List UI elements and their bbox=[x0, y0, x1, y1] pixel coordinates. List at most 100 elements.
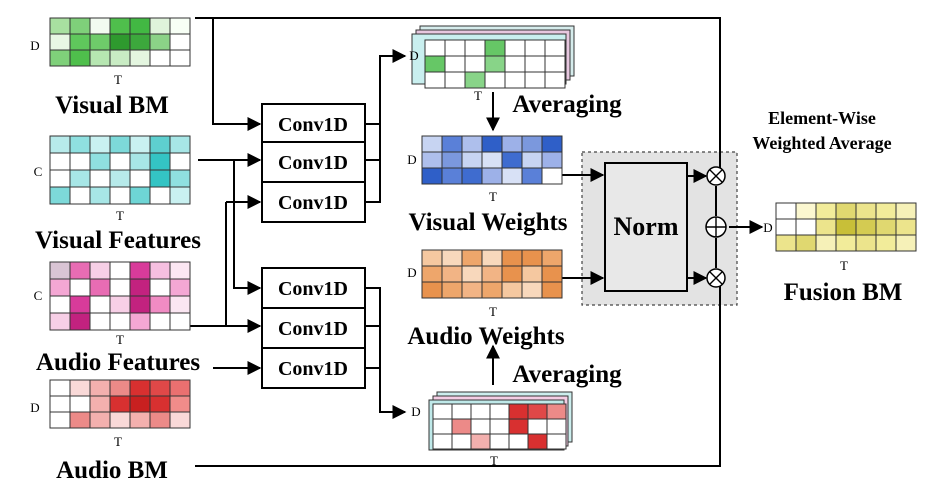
grid-cell bbox=[441, 167, 463, 185]
conv1d-label: Conv1D bbox=[278, 278, 348, 300]
element-wise-title-2: Weighted Average bbox=[752, 133, 891, 153]
grid-cell bbox=[541, 167, 563, 185]
grid-cell bbox=[129, 186, 151, 205]
grid-cell bbox=[461, 249, 483, 267]
grid-cell bbox=[109, 33, 131, 51]
grid-cell bbox=[855, 202, 877, 220]
grid-cell bbox=[504, 71, 526, 89]
grid-cell bbox=[461, 135, 483, 153]
audio-bm-title: Audio BM bbox=[56, 457, 168, 484]
axis-c-label: C bbox=[34, 164, 43, 179]
grid-cell bbox=[432, 433, 453, 450]
grid-cell bbox=[69, 169, 91, 188]
grid-cell bbox=[527, 433, 548, 450]
axis-c-label: C bbox=[34, 288, 43, 303]
grid-cell bbox=[541, 281, 563, 299]
grid-cell bbox=[49, 17, 71, 35]
grid-cell bbox=[541, 265, 563, 283]
axis-d-label: D bbox=[30, 38, 39, 53]
axis-d-label: D bbox=[407, 265, 416, 280]
grid-cell bbox=[508, 418, 529, 435]
grid-cell bbox=[541, 151, 563, 169]
grid-cell bbox=[815, 218, 837, 236]
grid-cell bbox=[835, 218, 857, 236]
audio-weights-grid bbox=[421, 249, 563, 299]
grid-cell bbox=[775, 218, 797, 236]
grid-cell bbox=[481, 167, 503, 185]
operators bbox=[705, 166, 727, 288]
grid-cell bbox=[69, 312, 91, 331]
grid-cell bbox=[129, 278, 151, 297]
axis-t-label: T bbox=[489, 304, 497, 319]
grid-cell bbox=[541, 135, 563, 153]
grid-cell bbox=[544, 55, 566, 73]
grid-cell bbox=[470, 433, 491, 450]
grid-cell bbox=[527, 403, 548, 420]
grid-cell bbox=[169, 135, 191, 154]
visual-bm-grid bbox=[49, 17, 191, 67]
grid-cell bbox=[775, 202, 797, 220]
visual-weights-title: Visual Weights bbox=[408, 209, 567, 236]
grid-cell bbox=[484, 71, 506, 89]
grid-cell bbox=[49, 49, 71, 67]
grid-cell bbox=[89, 379, 111, 397]
grid-cell bbox=[49, 135, 71, 154]
grid-cell bbox=[109, 395, 131, 413]
grid-cell bbox=[432, 403, 453, 420]
grid-cell bbox=[451, 418, 472, 435]
grid-cell bbox=[89, 169, 111, 188]
grid-cell bbox=[169, 261, 191, 280]
grid-cell bbox=[129, 49, 151, 67]
conv1d-block-1: Conv1D bbox=[261, 103, 366, 143]
grid-cell bbox=[501, 151, 523, 169]
audio-stack-front-grid bbox=[432, 403, 567, 450]
grid-cell bbox=[129, 312, 151, 331]
visual-averaging-label: Averaging bbox=[512, 91, 622, 118]
grid-cell bbox=[481, 249, 503, 267]
grid-cell bbox=[461, 265, 483, 283]
grid-cell bbox=[444, 39, 466, 57]
grid-cell bbox=[49, 261, 71, 280]
grid-cell bbox=[109, 295, 131, 314]
visual-bm-title: Visual BM bbox=[55, 92, 169, 119]
grid-cell bbox=[441, 265, 463, 283]
axis-d-label: D bbox=[30, 400, 39, 415]
grid-cell bbox=[521, 249, 543, 267]
grid-cell bbox=[521, 135, 543, 153]
grid-cell bbox=[89, 135, 111, 154]
grid-cell bbox=[795, 218, 817, 236]
grid-cell bbox=[49, 379, 71, 397]
grid-cell bbox=[149, 278, 171, 297]
grid-cell bbox=[544, 39, 566, 57]
grid-cell bbox=[89, 261, 111, 280]
grid-cell bbox=[89, 186, 111, 205]
grid-cell bbox=[169, 295, 191, 314]
grid-cell bbox=[149, 152, 171, 171]
axis-d-label: D bbox=[407, 152, 416, 167]
grid-cell bbox=[546, 418, 567, 435]
grid-cell bbox=[544, 71, 566, 89]
grid-cell bbox=[481, 151, 503, 169]
grid-cell bbox=[129, 395, 151, 413]
grid-cell bbox=[89, 17, 111, 35]
grid-cell bbox=[69, 411, 91, 429]
grid-cell bbox=[89, 49, 111, 67]
grid-cell bbox=[489, 418, 510, 435]
grid-cell bbox=[441, 135, 463, 153]
grid-cell bbox=[875, 202, 897, 220]
grid-cell bbox=[421, 281, 443, 299]
grid-cell bbox=[49, 411, 71, 429]
grid-cell bbox=[169, 395, 191, 413]
grid-cell bbox=[149, 261, 171, 280]
grid-cell bbox=[464, 55, 486, 73]
grid-cell bbox=[109, 169, 131, 188]
grid-cell bbox=[895, 218, 917, 236]
grid-cell bbox=[169, 33, 191, 51]
grid-cell bbox=[129, 261, 151, 280]
grid-cell bbox=[795, 202, 817, 220]
grid-cell bbox=[451, 433, 472, 450]
axis-t-label: T bbox=[489, 189, 497, 204]
grid-cell bbox=[169, 411, 191, 429]
conv-blocks: Conv1D Conv1D Conv1D Conv1D Conv1D Conv1… bbox=[261, 103, 366, 389]
